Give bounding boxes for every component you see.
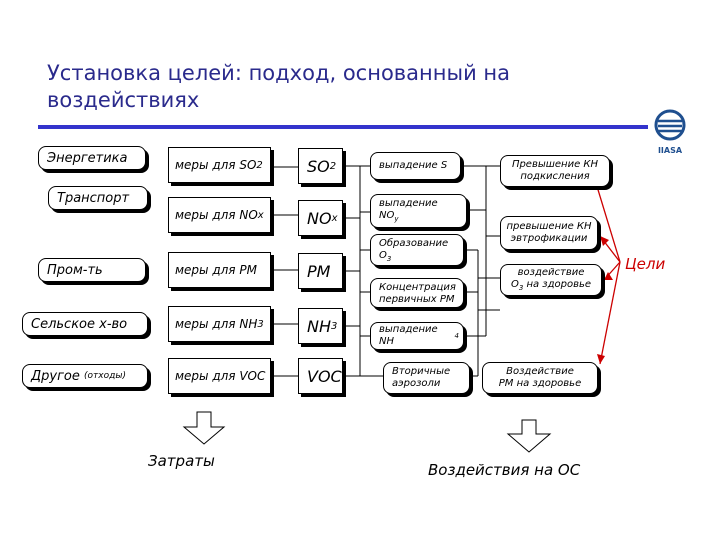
process-label-2: NO xyxy=(379,210,395,221)
pollutant-label: NH xyxy=(307,316,331,336)
effect-label-tail: на здоровье xyxy=(523,278,592,290)
process-noy-deposition: выпадение NOy xyxy=(370,194,467,228)
measure-label: меры для VOC xyxy=(175,369,266,383)
effect-label: Воздействие xyxy=(506,366,574,377)
measure-voc: меры для VOC xyxy=(168,358,271,394)
environmental-impacts-label: Воздействия на ОС xyxy=(428,461,581,479)
svg-text:IIASA: IIASA xyxy=(658,146,683,155)
goals-label: Цели xyxy=(625,255,666,273)
process-secondary-aerosols: Вторичные аэрозоли xyxy=(383,362,470,394)
measure-subscript: x xyxy=(257,209,264,221)
source-label: Сельское х-во xyxy=(31,316,128,332)
process-label: Вторичные xyxy=(392,366,451,377)
process-label: Образование xyxy=(379,238,449,249)
effect-label-2: O xyxy=(510,278,519,290)
process-label: Концентрация xyxy=(379,282,456,293)
pollutant-label: PM xyxy=(307,261,331,281)
source-label: Другое xyxy=(31,368,80,384)
process-subscript: y xyxy=(394,215,399,223)
process-subscript: 4 xyxy=(454,332,459,340)
measure-label: меры для PM xyxy=(175,263,257,277)
pollutant-voc: VOC xyxy=(298,358,343,394)
pollutant-label: SO xyxy=(307,156,330,176)
title-underline xyxy=(38,125,648,129)
pollutant-label: NO xyxy=(307,208,332,228)
measure-label: меры для SO xyxy=(175,158,257,172)
effect-label: превышение КН xyxy=(506,221,592,232)
effect-label-2: подкисления xyxy=(520,171,590,182)
effect-label: Превышение КН xyxy=(511,159,599,170)
source-label: Пром-ть xyxy=(47,262,103,278)
pollutant-subscript: x xyxy=(331,212,338,224)
measure-subscript: 3 xyxy=(257,318,264,330)
source-energy: Энергетика xyxy=(38,146,146,170)
process-subscript: 3 xyxy=(386,255,392,263)
source-label: Транспорт xyxy=(57,190,130,206)
effect-label-2: PM на здоровье xyxy=(498,378,582,389)
source-note: (отходы) xyxy=(84,371,126,381)
source-agriculture: Сельское х-во xyxy=(22,312,148,336)
process-label: выпадение NH xyxy=(379,324,438,347)
process-nh4-deposition: выпадение NH 4 xyxy=(370,322,464,350)
measure-label: меры для NH xyxy=(175,317,258,331)
measure-label: меры для NO xyxy=(175,208,258,222)
page-title: Установка целей: подход, основанный на в… xyxy=(47,61,511,112)
process-label-2: первичных PM xyxy=(379,294,455,305)
process-s-deposition: выпадение S xyxy=(370,152,461,180)
pollutant-subscript: 2 xyxy=(329,160,337,172)
pollutant-label: VOC xyxy=(307,366,342,386)
effect-label: воздействие xyxy=(517,266,585,278)
source-other: Другое (отходы) xyxy=(22,364,148,388)
source-transport: Транспорт xyxy=(48,186,148,210)
iiasa-logo: IIASA xyxy=(652,107,688,157)
effect-label-2: эвтрофикации xyxy=(510,233,588,244)
process-label: выпадение S xyxy=(379,160,448,171)
source-industry: Пром-ть xyxy=(38,258,146,282)
effect-subscript: 3 xyxy=(518,283,524,292)
costs-label: Затраты xyxy=(148,452,215,470)
process-o3-formation: Образование O3 xyxy=(370,234,464,266)
source-label: Энергетика xyxy=(47,150,128,166)
process-label: выпадение xyxy=(379,198,438,209)
pollutant-subscript: 3 xyxy=(331,320,338,332)
measure-pm: меры для PM xyxy=(168,252,271,288)
measure-subscript: 2 xyxy=(256,159,263,171)
process-label-2: аэрозоли xyxy=(392,378,441,389)
pollutant-pm: PM xyxy=(298,253,343,289)
process-label-2: O xyxy=(379,250,387,261)
process-primary-pm: Концентрация первичных PM xyxy=(370,278,464,308)
